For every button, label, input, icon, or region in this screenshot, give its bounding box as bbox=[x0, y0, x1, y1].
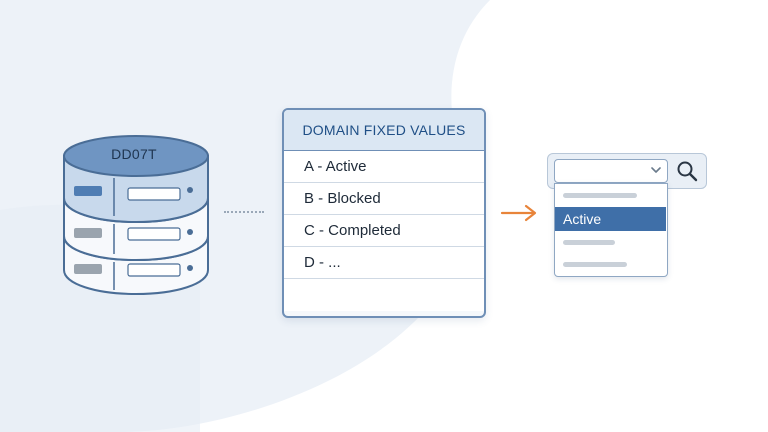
table-row: A - Active bbox=[284, 151, 484, 183]
database-name: DD07T bbox=[111, 146, 157, 162]
dropdown-option-placeholder[interactable] bbox=[563, 193, 637, 198]
dropdown-select[interactable] bbox=[554, 159, 668, 183]
table-header: DOMAIN FIXED VALUES bbox=[284, 110, 484, 151]
dropdown-option-selected[interactable]: Active bbox=[555, 207, 666, 231]
dropdown-option-placeholder[interactable] bbox=[563, 240, 615, 245]
table-row: D - ... bbox=[284, 247, 484, 279]
dropdown-list: Active bbox=[554, 183, 668, 277]
search-icon[interactable] bbox=[676, 160, 698, 182]
table-row: B - Blocked bbox=[284, 183, 484, 215]
arrow-right-icon bbox=[500, 204, 537, 222]
dropdown-option-placeholder[interactable] bbox=[563, 262, 627, 267]
database-icon bbox=[63, 135, 209, 296]
domain-fixed-values-table: DOMAIN FIXED VALUES A - Active B - Block… bbox=[282, 108, 486, 318]
chevron-down-icon[interactable] bbox=[651, 165, 661, 175]
table-row: C - Completed bbox=[284, 215, 484, 247]
dotted-connector bbox=[224, 211, 264, 213]
table-row-empty bbox=[284, 279, 484, 311]
